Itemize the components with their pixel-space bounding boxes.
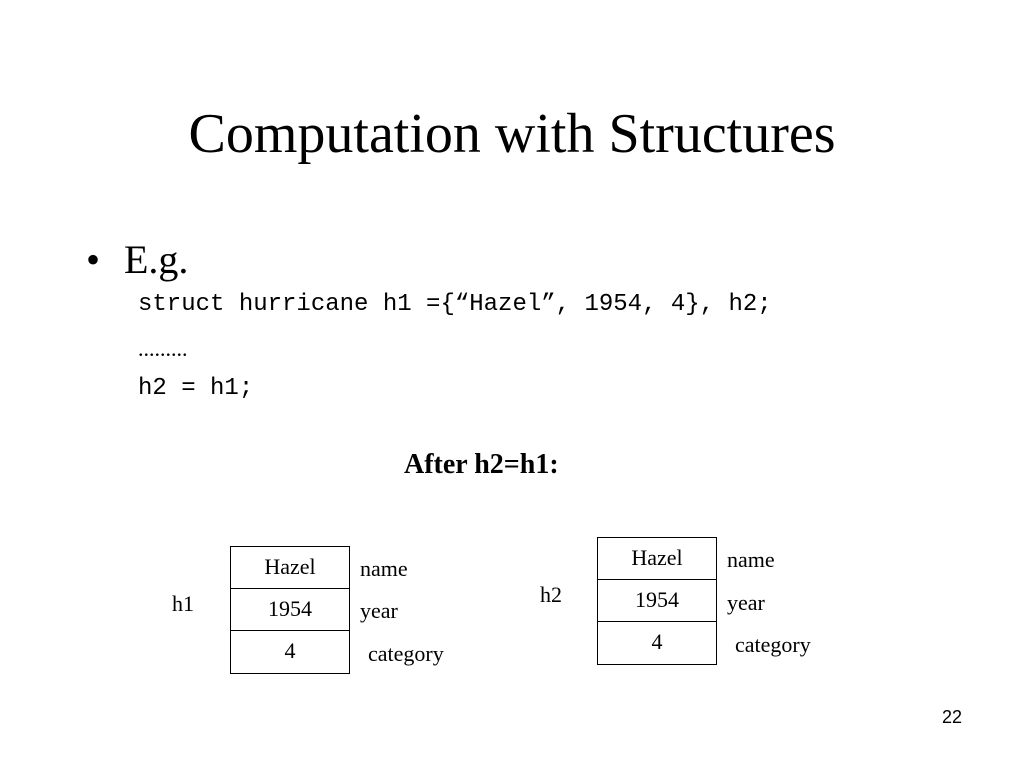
h1-variable-label: h1 xyxy=(172,591,194,616)
h1-name-cell: Hazel xyxy=(231,547,349,589)
bullet-item: • E.g. xyxy=(86,234,188,286)
h1-field-year: year xyxy=(360,598,398,623)
bullet-text: E.g. xyxy=(124,237,189,282)
h2-variable-label: h2 xyxy=(540,582,562,607)
h2-struct-box: Hazel 1954 4 xyxy=(597,537,717,665)
code-line-assignment: h2 = h1; xyxy=(138,375,254,402)
h2-category-cell: 4 xyxy=(651,629,663,654)
h1-year-cell: 1954 xyxy=(231,589,349,631)
after-assignment-label: After h2=h1: xyxy=(404,449,559,480)
slide-title: Computation with Structures xyxy=(188,103,836,165)
code-line-ellipsis: ......... xyxy=(138,336,188,361)
slide-page-number: 22 xyxy=(941,707,962,727)
h2-name-cell: Hazel xyxy=(598,538,716,580)
h1-category-cell: 4 xyxy=(284,638,296,663)
h2-field-year: year xyxy=(727,590,765,615)
h2-year-cell: 1954 xyxy=(598,580,716,622)
h1-struct-box: Hazel 1954 4 xyxy=(230,546,350,674)
h1-field-name: name xyxy=(360,556,408,581)
h2-field-name: name xyxy=(727,547,775,572)
bullet-marker: • xyxy=(86,237,101,282)
h2-field-category: category xyxy=(735,632,811,657)
code-line-declaration: struct hurricane h1 ={“Hazel”, 1954, 4},… xyxy=(138,291,772,318)
h1-field-category: category xyxy=(368,641,444,666)
